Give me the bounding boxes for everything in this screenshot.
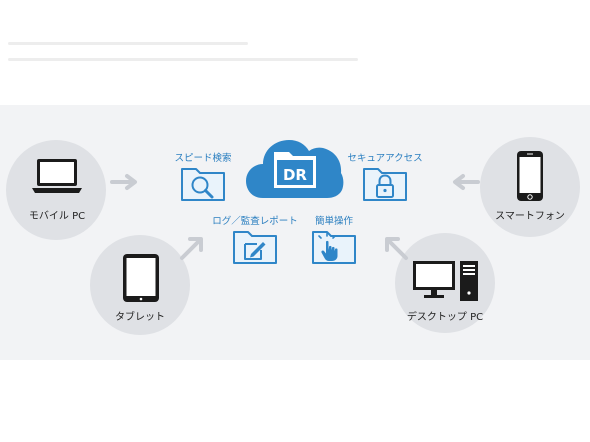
arrow-desktop-to-cloud-icon <box>385 237 408 260</box>
hand-pointer-folder-icon <box>312 231 356 264</box>
desktop-pc-icon <box>413 261 478 301</box>
arrow-mobile-to-cloud-icon <box>110 174 137 190</box>
cloud-icon: DR <box>246 140 344 198</box>
easy-operation-label: 簡単操作 <box>314 216 354 227</box>
smartphone-label: スマートフォン <box>495 211 565 222</box>
desktop-pc-label: デスクトップ PC <box>406 312 484 323</box>
speed-search-label: スピード検索 <box>174 153 232 164</box>
magnifier-folder-icon <box>181 168 225 201</box>
arrow-smartphone-to-cloud-icon <box>453 174 480 190</box>
lock-folder-icon <box>363 168 407 201</box>
smartphone-icon <box>517 151 543 201</box>
cloud-badge: DR <box>283 166 307 184</box>
edit-folder-icon <box>233 231 277 264</box>
laptop-icon <box>32 159 82 193</box>
tablet-icon <box>123 254 159 302</box>
tablet-label: タブレット <box>115 312 165 323</box>
secure-access-label: セキュアアクセス <box>347 153 423 164</box>
log-report-label: ログ／監査レポート <box>212 216 298 227</box>
faint-header-line-2 <box>8 58 358 61</box>
arrow-tablet-to-cloud-icon <box>180 237 203 260</box>
mobile-pc-label: モバイル PC <box>28 211 86 222</box>
faint-header-line-1 <box>8 42 248 45</box>
